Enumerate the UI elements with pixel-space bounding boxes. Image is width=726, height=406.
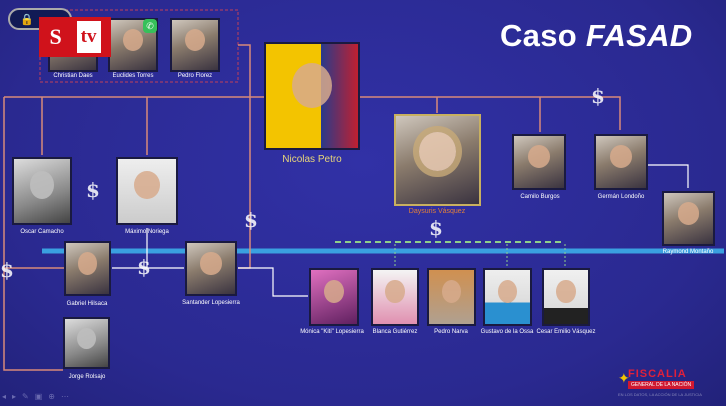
photo-jorge-rolsajo <box>63 317 110 369</box>
org-name: FISCALIA <box>628 368 687 380</box>
photo-monica-lopesierra <box>309 268 359 326</box>
label-gabriel-hilsaca: Gabriel Hilsaca <box>66 301 108 307</box>
link-londono-raymond <box>640 164 689 188</box>
label-santander-lopesierra: Santander Lopesierra <box>182 300 240 306</box>
link-santander <box>238 97 251 269</box>
photo-nicolas-petro <box>264 42 360 150</box>
photo-maximo-noriega <box>116 157 178 225</box>
photo-oscar-camacho <box>12 157 72 225</box>
dollar-icon: $ <box>429 216 443 240</box>
slide-title: Caso FASAD <box>500 18 693 53</box>
label-german-londono: Germán Londoño <box>597 194 645 200</box>
photo-german-londono <box>594 134 648 190</box>
whatsapp-icon: ✆ <box>143 19 157 33</box>
dollar-icon: $ <box>137 255 151 279</box>
photo-gustavo-de-la-ossa <box>483 268 532 326</box>
photo-blanca-gutierrez <box>371 268 419 326</box>
label-daysuris-vasquez: Daysuris Vásquez <box>408 208 466 215</box>
photo-gabriel-hilsaca <box>64 241 111 296</box>
dollar-icon: $ <box>244 208 258 232</box>
label-christian-daes: Christian Daes <box>53 73 93 79</box>
photo-cesar-vasquez <box>542 268 590 326</box>
photo-raymond-montano <box>662 191 715 246</box>
link-left-vertical <box>3 97 63 371</box>
dollar-icon: $ <box>0 258 14 282</box>
photo-euclides-torres <box>108 18 158 72</box>
label-cesar-vasquez: Cesar Emilio Vásquez <box>536 329 596 335</box>
photo-pedro-narva <box>427 268 476 326</box>
label-monica-lopesierra: Mónica "Kiti" Lopesierra <box>300 329 364 335</box>
link-group <box>238 44 251 97</box>
org-subtitle: GENERAL DE LA NACIÓN <box>628 381 695 389</box>
photo-santander-lopesierra <box>185 241 237 296</box>
photo-pedro-florez <box>170 18 220 72</box>
label-blanca-gutierrez: Blanca Gutiérrez <box>372 329 418 335</box>
org-tagline: EN LOS DATOS, LA ACCIÓN DE LA JUSTICIA <box>618 392 702 397</box>
label-pedro-narva: Pedro Narva <box>434 329 468 335</box>
label-gustavo-de-la-ossa: Gustavo de la Ossa <box>480 329 534 335</box>
label-euclides-torres: Euclides Torres <box>112 73 154 79</box>
label-maximo-noriega: Máximo Noriega <box>125 229 169 235</box>
label-camilo-burgos: Camilo Burgos <box>520 194 560 200</box>
photo-camilo-burgos <box>512 134 566 190</box>
presentation-toolbar[interactable]: ◂▸✎▣⊕⋯ <box>2 392 75 401</box>
dollar-icon: $ <box>591 84 605 108</box>
photo-daysuris-vasquez <box>394 114 481 206</box>
label-jorge-rolsajo: Jorge Rolsajo <box>68 374 106 380</box>
label-pedro-florez: Pedro Florez <box>177 73 213 79</box>
label-nicolas-petro: Nicolas Petro <box>282 154 342 165</box>
emblem-icon: ✦ <box>618 370 630 386</box>
label-raymond-montano: Raymond Montaño <box>662 249 714 255</box>
lock-icon: 🔒 <box>20 14 34 26</box>
dollar-icon: $ <box>86 178 100 202</box>
link-top-bus <box>4 96 621 130</box>
link-santander-monica <box>238 267 308 297</box>
label-oscar-camacho: Oscar Camacho <box>20 229 64 235</box>
